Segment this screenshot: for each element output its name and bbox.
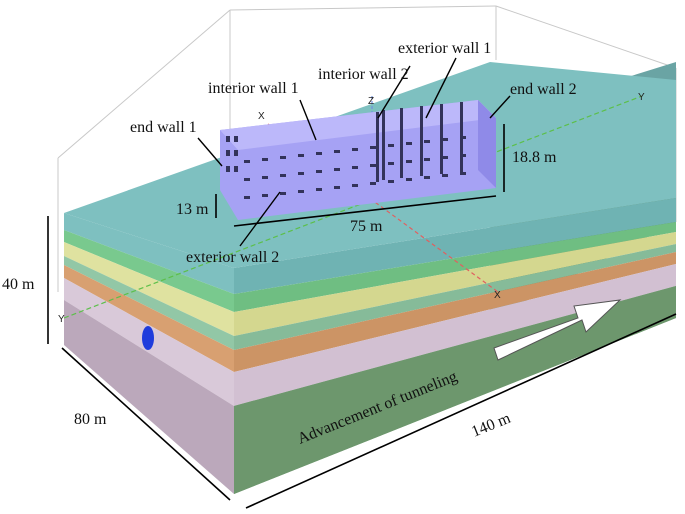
dim-18-8-m: 18.8 m [512,149,557,166]
axis-label-y-right: Y [638,92,645,103]
axis-label-y-left: Y [58,314,65,325]
building-windows [226,102,466,199]
label-end-wall-2: end wall 2 [510,81,577,98]
axis-label-x-top: X [258,111,265,122]
building-side-face [478,100,496,188]
dim-40-m: 40 m [2,276,35,293]
y-axis-line [63,95,643,319]
building-top-face [220,100,496,150]
axis-label-z: Z [368,96,374,107]
building [220,100,496,220]
axis-label-x-bottom: X [494,290,501,301]
dimension-lines [47,124,677,509]
tunnel-cross-section [142,326,154,350]
label-interior-wall-2: interior wall 2 [318,66,409,83]
ground-bottom-layer [234,286,676,494]
leader-lines [197,57,511,247]
dim-140-m: 140 m [469,410,513,441]
dim-80-m: 80 m [74,411,107,428]
label-end-wall-1: end wall 1 [130,119,197,136]
x-axis-line [267,123,499,293]
label-exterior-wall-2: exterior wall 2 [186,249,279,266]
dim-13-m: 13 m [176,201,209,218]
dim-75-m: 75 m [350,218,383,235]
tunneling-direction-arrow [493,299,622,361]
label-exterior-wall-1: exterior wall 1 [398,40,491,57]
label-interior-wall-1: interior wall 1 [208,80,299,97]
